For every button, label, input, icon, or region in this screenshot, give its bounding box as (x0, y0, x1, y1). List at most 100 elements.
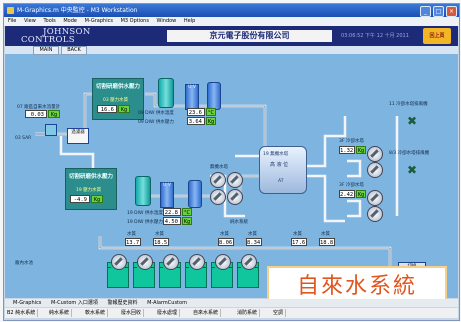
tab-strip: M-Graphics M-Custom 入口選項 警報歷史資料 M-AlarmC… (5, 299, 458, 307)
menu-m-graphics[interactable]: M-Graphics (84, 18, 113, 24)
minimize-button[interactable]: _ (420, 6, 431, 17)
bottom-readout-4-label: 水質 (248, 232, 257, 237)
bottom-uv-label: U V (163, 183, 171, 188)
title-bar: M-Graphics.m 中央監控 - M3 Workstation _ □ × (4, 4, 459, 17)
right-pump-2[interactable] (367, 162, 383, 178)
center-pump-3[interactable] (210, 189, 226, 205)
center-pump-2[interactable] (227, 172, 243, 188)
bottom-readout-5-label: 水質 (293, 232, 302, 237)
top-panel-unit: Kg (118, 105, 130, 113)
right-block-1-value: 1.32 (339, 146, 355, 154)
bottom-pump-5[interactable] (215, 254, 231, 270)
menu-window[interactable]: Window (156, 18, 177, 24)
status-cell-5[interactable]: 廢水處理 (155, 309, 181, 317)
status-cell-4[interactable]: 廢水回收 (119, 309, 145, 317)
top-panel-sublabel: 03 壓力水質 (103, 98, 129, 103)
menu-help[interactable]: Help (183, 18, 196, 24)
bottom-pressure-label: 19 DIW 供水壓力 (127, 220, 163, 225)
status-cell-1[interactable]: B2 純水系統 (5, 309, 39, 317)
center-tank-tag: 19 無機水塔 (263, 152, 289, 157)
tab-m-custom[interactable]: M-Custom 入口選項 (50, 300, 98, 306)
bottom-panel-value: -4.9 (70, 195, 90, 203)
fan-bottom-icon: ✖ (407, 163, 418, 177)
flowmeter-unit: Kg (48, 110, 60, 118)
center-pump-4[interactable] (227, 189, 243, 205)
top-filter-tank (158, 78, 174, 108)
status-cell-2[interactable]: 純水系統 (47, 309, 73, 317)
tab-m-alarm-custom[interactable]: M-AlarmCustom (147, 300, 187, 306)
tab-alarm-history[interactable]: 警報歷史資料 (107, 300, 138, 306)
close-button[interactable]: × (446, 6, 457, 17)
main-button[interactable]: MAIN (33, 46, 59, 55)
bottom-temp-value: 22.8 (163, 208, 181, 216)
top-panel-value: 16.6 (97, 105, 117, 113)
bottom-panel-sublabel: 19 壓力水質 (76, 188, 102, 193)
right-pump-3[interactable] (367, 190, 383, 206)
menu-view[interactable]: View (23, 18, 36, 24)
bottom-uv-unit: U V (160, 182, 174, 208)
center-tank-status: 高 液 位 (270, 162, 289, 168)
bottom-filter-tank (135, 176, 151, 206)
menu-mode[interactable]: Mode (63, 18, 77, 24)
right-block-2-value: 2.42 (339, 190, 355, 198)
bottom-pump-4[interactable] (189, 254, 205, 270)
menu-m3-options[interactable]: M3 Options (120, 18, 149, 24)
menu-file[interactable]: File (8, 18, 17, 24)
top-temp-unit: °C (206, 108, 216, 116)
bottom-section-title: 純水系統 (230, 220, 248, 225)
flow-sensor-icon (45, 124, 57, 136)
status-cell-6[interactable]: 自來水系統 (191, 309, 222, 317)
center-storage-tank: 19 無機水塔 高 液 位 AT (259, 146, 307, 194)
sar-label: 03 SAR (15, 136, 32, 141)
bottom-pump-3[interactable] (163, 254, 179, 270)
bottom-readout-1-value: 13.7 (125, 238, 141, 246)
center-pump-1[interactable] (210, 172, 226, 188)
bottom-temp-label: 19 DIW 供水溫度 (127, 211, 163, 216)
bottom-readout-1-label: 水質 (127, 232, 136, 237)
maximize-button[interactable]: □ (433, 6, 444, 17)
filter-box-label: 過濾器 (71, 130, 85, 135)
right-block-1-label: 3F 冷卻水塔 (339, 139, 364, 144)
top-softener-tank (207, 82, 221, 110)
top-pressure-unit: Kg (206, 117, 216, 125)
right-block-2-unit: Kg (356, 190, 366, 198)
bottom-pump-6[interactable] (241, 254, 257, 270)
bottom-readout-4-value: 8.34 (246, 238, 262, 246)
top-pressure-panel: 切割研磨供水壓力 03 壓力水質 16.6 Kg (92, 78, 144, 120)
bottom-temp-unit: °C (182, 208, 192, 216)
center-tank-level: AT (278, 179, 284, 184)
bottom-pressure-value: 4.50 (163, 217, 181, 225)
bottom-readout-2-label: 水質 (155, 232, 164, 237)
flowmeter-label: 07 廠區自來水流量計 (17, 105, 61, 110)
application-window: M-Graphics.m 中央監控 - M3 Workstation _ □ ×… (3, 3, 460, 321)
status-cell-3[interactable]: 軟水系統 (83, 309, 109, 317)
fan-top-icon: ✖ (407, 114, 418, 128)
tab-m-graphics[interactable]: M-Graphics (13, 300, 42, 306)
top-pressure-value: 3.64 (187, 117, 205, 125)
right-pump-1[interactable] (367, 146, 383, 162)
bottom-pump-1[interactable] (111, 254, 127, 270)
hmi-canvas: JOHNSON CONTROLS 京元電子股份有限公司 03:06:52 下午 … (5, 26, 458, 308)
status-cell-7[interactable]: 消防系統 (235, 309, 261, 317)
bottom-panel-title: 切割研磨供水壓力 (69, 174, 114, 180)
bottom-readout-2-value: 18.5 (153, 238, 169, 246)
top-uv-unit: U V (185, 84, 199, 110)
bottom-pump-2[interactable] (137, 254, 153, 270)
status-cell-8[interactable]: 空調 (271, 309, 287, 317)
bottom-left-label: 廠內水池 (15, 261, 33, 266)
bottom-readout-6-value: 18.8 (319, 238, 335, 246)
top-temp-label: 09 DIW 供水溫度 (138, 111, 174, 116)
right-block-1-unit: Kg (356, 146, 366, 154)
back-button[interactable]: BACK (61, 46, 87, 55)
right-fan-top-label: 11 冷卻水塔排風機 (389, 102, 428, 107)
menu-tools[interactable]: Tools (43, 18, 56, 24)
back-page-badge[interactable]: 回上頁 (423, 28, 451, 44)
bottom-readout-3-value: 8.06 (218, 238, 234, 246)
logo-line-1: JOHNSON (43, 27, 91, 37)
top-uv-label: U V (188, 85, 196, 90)
company-logo: JOHNSON CONTROLS (17, 27, 91, 45)
right-pump-4[interactable] (367, 206, 383, 222)
company-name: 京元電子股份有限公司 (167, 30, 332, 42)
top-temp-value: 23.6 (187, 108, 205, 116)
right-fan-bottom-label: 8/3 冷卻水塔排風機 (389, 151, 430, 156)
